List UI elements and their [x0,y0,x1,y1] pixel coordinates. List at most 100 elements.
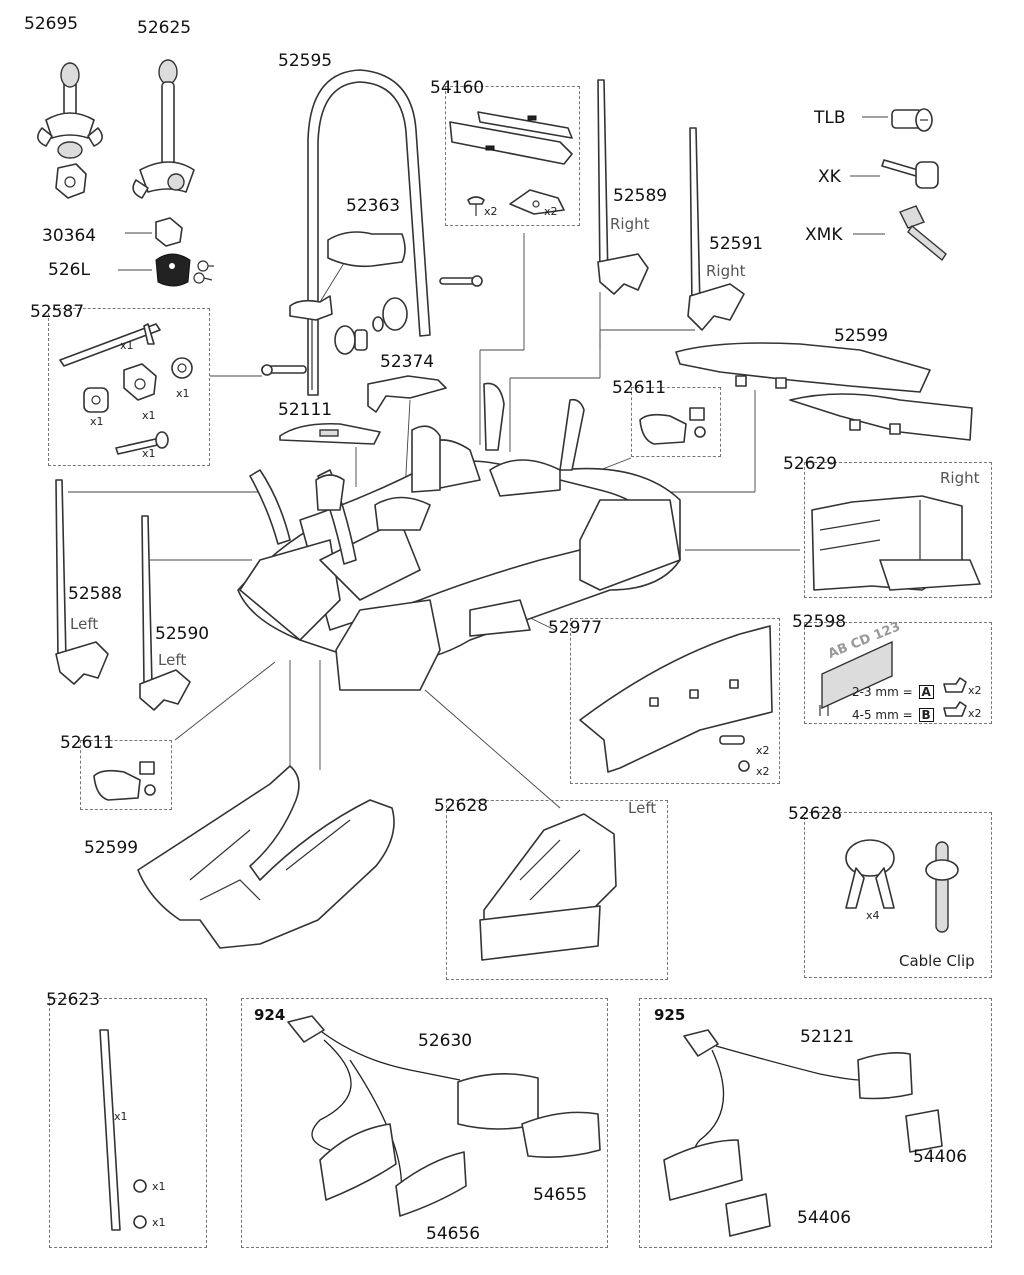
part-526L-lock-knob [155,253,214,287]
label-52588-side: Left [70,615,99,633]
qty-52977-screw: x2 [756,765,770,778]
label-54406-b: 54406 [797,1208,852,1228]
plate-row-b-letter: B [918,708,934,722]
qty-52628-clip: x4 [866,909,880,922]
part-52623-strap [99,1029,147,1231]
plate-row-b-text: 4-5 mm = [852,708,913,722]
part-52977-side-panel [579,625,773,773]
part-52628-cable-clip [845,839,959,933]
label-52598: 52598 [792,612,847,632]
box-52598 [804,622,992,724]
label-52628-left: 52628 [434,796,489,816]
label-54160: 54160 [430,78,485,98]
label-52611-bottom: 52611 [60,733,115,753]
box-925 [639,998,992,1248]
label-52590: 52590 [155,624,210,644]
part-52591-arm-right [687,127,745,331]
part-30364-knob [55,163,87,199]
label-925: 925 [654,1006,686,1024]
leader-lines [68,116,888,809]
part-52598-plate [819,640,967,717]
box-52628-left [446,800,668,980]
label-52589-side: Right [610,215,650,233]
box-52587 [48,308,210,466]
label-52590-side: Left [158,651,187,669]
part-52587-bolt-kit [59,323,193,455]
part-XK-key [881,159,939,189]
qty-52598-a: x2 [968,684,982,697]
label-52591-side: Right [706,262,746,280]
part-frame-hardware [261,275,483,376]
box-924 [241,998,608,1248]
plate-row-a-letter: A [918,685,934,699]
label-52630: 52630 [418,1031,473,1051]
label-52121: 52121 [800,1027,855,1047]
label-52628-clip: 52628 [788,804,843,824]
part-TLB-lock-cylinder [891,108,933,132]
label-52591: 52591 [709,234,764,254]
qty-54160-screw: x2 [484,205,498,218]
part-52599-ramp-top [675,342,973,441]
label-52695: 52695 [24,14,79,34]
part-54160-rail-kit [449,111,573,216]
plate-row-b: 4-5 mm = B [852,708,934,722]
qty-52587-key: x1 [120,339,134,352]
qty-52623-strap: x1 [114,1110,128,1123]
qty-52598-b: x2 [968,707,982,720]
label-54655: 54655 [533,1185,588,1205]
part-52588-arm-left [55,479,109,685]
qty-52587-washer: x1 [176,387,190,400]
label-52629: 52629 [783,454,838,474]
qty-52623-screw: x1 [152,1216,166,1229]
part-52599-platform [137,765,395,949]
part-XMK-master-key [899,205,947,262]
label-52611-top: 52611 [612,378,667,398]
part-52611-caps-bottom [93,761,156,801]
label-52625: 52625 [137,18,192,38]
qty-52587-bolt: x1 [142,447,156,460]
label-54656: 54656 [426,1224,481,1244]
part-52363-holder [289,231,406,321]
label-52628-left-side: Left [628,799,657,817]
label-52588: 52588 [68,584,123,604]
part-52611-caps-top [639,407,706,445]
part-52628-housing-left [479,813,617,961]
label-52374: 52374 [380,352,435,372]
part-925-lighting-kit [663,1029,943,1237]
qty-52587-spacer: x1 [90,415,104,428]
part-52595-frame-hoop [307,69,431,396]
label-924: 924 [254,1006,286,1024]
part-52111-cover [279,422,381,445]
plate-row-a: 2-3 mm = A [852,685,934,699]
part-52374-bracket [367,375,447,413]
box-52629 [804,462,992,598]
box-52611-top [631,387,721,457]
label-526L: 526L [48,260,90,280]
part-52590-arm-left [139,515,191,711]
qty-52587-knob: x1 [142,409,156,422]
box-52977 [570,618,780,784]
box-52628-clip [804,812,992,978]
label-TLB: TLB [814,108,846,128]
part-52695-arm-clamp [37,62,103,159]
label-XMK: XMK [805,225,843,245]
label-52587: 52587 [30,302,85,322]
label-52595: 52595 [278,51,333,71]
part-924-lighting-kit [287,1015,601,1217]
label-30364: 30364 [42,226,97,246]
qty-52977-bolt: x2 [756,744,770,757]
label-52363: 52363 [346,196,401,216]
label-52599-bottom: 52599 [84,838,139,858]
part-52629-housing-right [811,495,981,591]
box-52623 [49,998,207,1248]
label-52977: 52977 [548,618,603,638]
part-52589-arm-right [597,79,649,295]
label-54406-a: 54406 [913,1147,968,1167]
label-52589: 52589 [613,186,668,206]
qty-54160-plate: x2 [544,205,558,218]
qty-52623-nut: x1 [152,1180,166,1193]
label-52623: 52623 [46,990,101,1010]
box-54160 [445,86,580,226]
label-52111: 52111 [278,400,333,420]
